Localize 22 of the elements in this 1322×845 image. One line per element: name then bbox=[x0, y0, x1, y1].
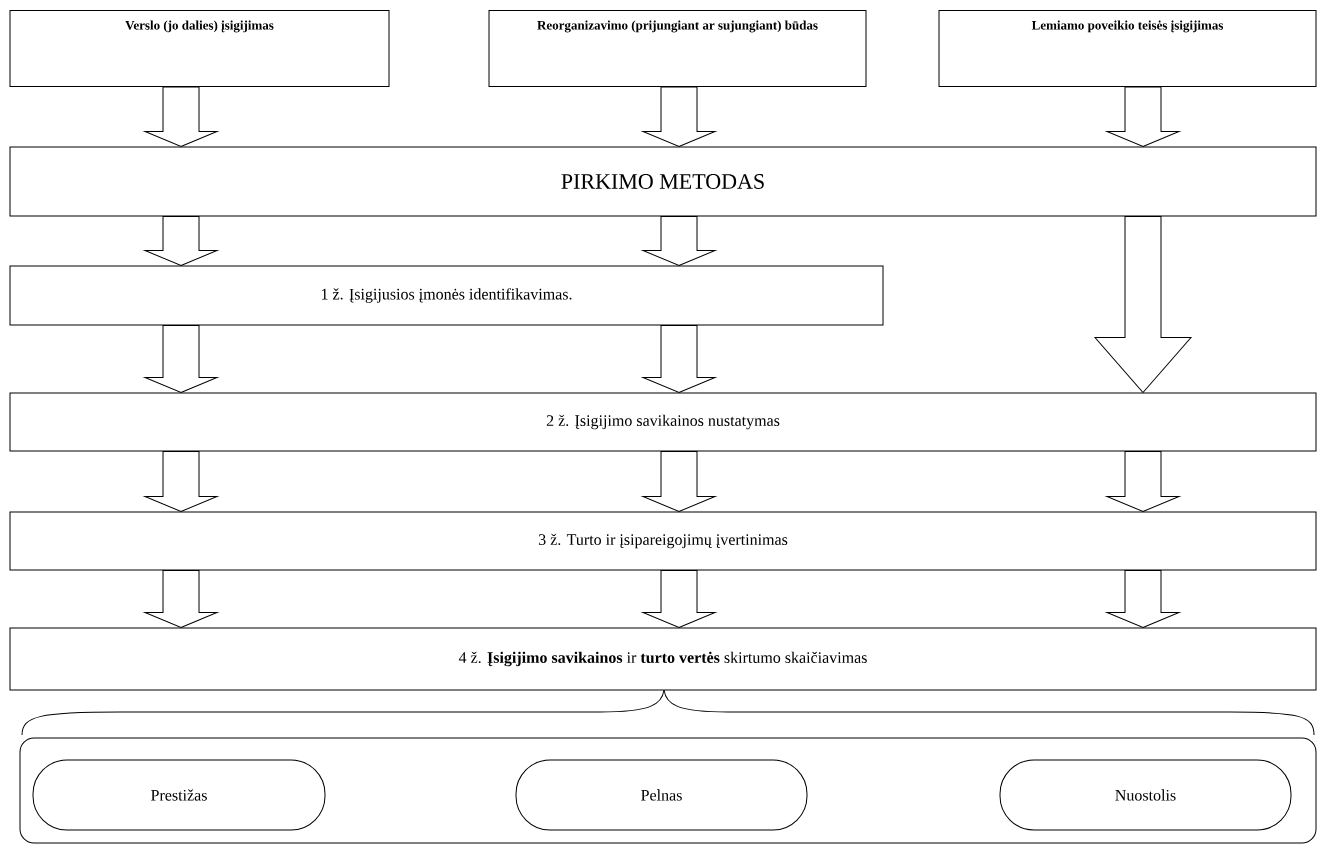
step-box: 4 ž. Įsigijimo savikainos ir turto vertės skirtumo skaičiavimas bbox=[9, 627, 1317, 691]
block-arrow bbox=[1106, 86, 1180, 147]
block-arrow bbox=[642, 325, 716, 393]
block-arrow bbox=[642, 86, 716, 147]
block-arrow bbox=[144, 451, 218, 512]
method-box: Reorganizavimo (prijungiant ar sujungiant) būdas bbox=[488, 10, 867, 87]
step-box: 3 ž. Turto ir įsipareigojimų įvertinimas bbox=[9, 511, 1317, 571]
step-box: 2 ž. Įsigijimo savikainos nustatymas bbox=[9, 392, 1317, 452]
block-arrow bbox=[144, 216, 218, 266]
method-box: Lemiamo poveikio teisės įsigijimas bbox=[938, 10, 1317, 87]
block-arrow bbox=[144, 86, 218, 147]
block-arrow bbox=[642, 216, 716, 266]
block-arrow bbox=[1106, 570, 1180, 628]
block-arrow bbox=[642, 451, 716, 512]
block-arrow bbox=[1106, 451, 1180, 512]
method-banner: PIRKIMO METODAS bbox=[9, 146, 1317, 217]
block-arrow bbox=[144, 570, 218, 628]
block-arrow bbox=[1094, 216, 1192, 393]
block-arrow bbox=[144, 325, 218, 393]
method-box: Verslo (jo dalies) įsigijimas bbox=[9, 10, 390, 87]
step-box: 1 ž. Įsigijusios įmonės identifikavimas. bbox=[9, 265, 884, 326]
block-arrow bbox=[642, 570, 716, 628]
